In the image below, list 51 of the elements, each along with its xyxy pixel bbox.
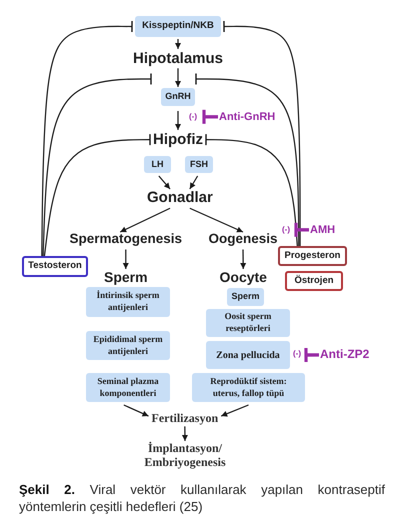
arrow — [182, 426, 188, 441]
stage-label: Fertilizasyon — [152, 411, 218, 426]
stage-label: İmplantasyon/ Embriyogenesis — [133, 441, 237, 470]
arrow — [158, 176, 170, 190]
stage-label: Oocyte — [220, 269, 267, 286]
target-box: Seminal plazma komponentleri — [86, 373, 170, 402]
target-box: Zona pellucida — [206, 341, 290, 369]
target-box: Sperm — [227, 288, 264, 306]
arrow — [120, 208, 170, 233]
inhibitor-label: AMH — [310, 224, 336, 236]
arrow — [240, 250, 246, 269]
inhibition-line — [44, 133, 151, 256]
stage-label: Hipofiz — [153, 131, 203, 148]
inhibitor-label: Anti-ZP2 — [320, 348, 370, 362]
stage-label: Gonadlar — [147, 189, 213, 206]
hormone-box: FSH — [185, 156, 213, 173]
hormone-box: Östrojen — [285, 271, 343, 291]
arrow — [175, 68, 181, 87]
stage-label: Hipotalamus — [133, 50, 224, 68]
arrow — [189, 176, 198, 190]
figure-caption: Şekil 2. Viral vektör kullanılarak yapılan kontraseptif yöntemlerin çeşitli hedefleri (25) — [19, 481, 385, 515]
target-box: Reprodüktif sistem: uterus, fallop tüpü — [192, 373, 305, 402]
hormone-box: Kisspeptin/NKB — [135, 16, 221, 37]
arrow — [122, 250, 129, 269]
inhibition-line — [205, 133, 298, 246]
hormone-box: LH — [144, 156, 171, 173]
inhibition-line — [42, 72, 152, 256]
inhibition-line — [223, 20, 301, 246]
stage-label: Oogenesis — [208, 231, 278, 247]
hormone-box: Progesteron — [278, 246, 347, 266]
target-box: Oosit sperm reseptörleri — [206, 309, 290, 337]
target-box: Epididimal sperm antijenleri — [86, 331, 170, 360]
inhibition-line — [304, 346, 320, 364]
arrow — [175, 111, 181, 130]
hormone-box: GnRH — [161, 88, 195, 106]
arrow — [124, 404, 149, 417]
inhibition-line — [202, 108, 218, 126]
inhibition-line — [195, 72, 300, 246]
minus-sign-label: (-) — [293, 349, 301, 358]
arrow — [175, 39, 181, 49]
arrow — [220, 404, 249, 417]
stage-label: Spermatogenesis — [70, 231, 182, 247]
inhibition-line — [294, 221, 309, 238]
target-box: İntirinsik sperm antijenleri — [86, 287, 170, 317]
minus-sign-label: (-) — [189, 112, 197, 122]
stage-label: Sperm — [104, 269, 148, 286]
hormone-box: Testosteron — [22, 256, 88, 277]
inhibitor-label: Anti-GnRH — [219, 110, 276, 124]
minus-sign-label: (-) — [282, 225, 290, 234]
arrow — [190, 208, 244, 233]
inhibition-line — [41, 20, 133, 256]
